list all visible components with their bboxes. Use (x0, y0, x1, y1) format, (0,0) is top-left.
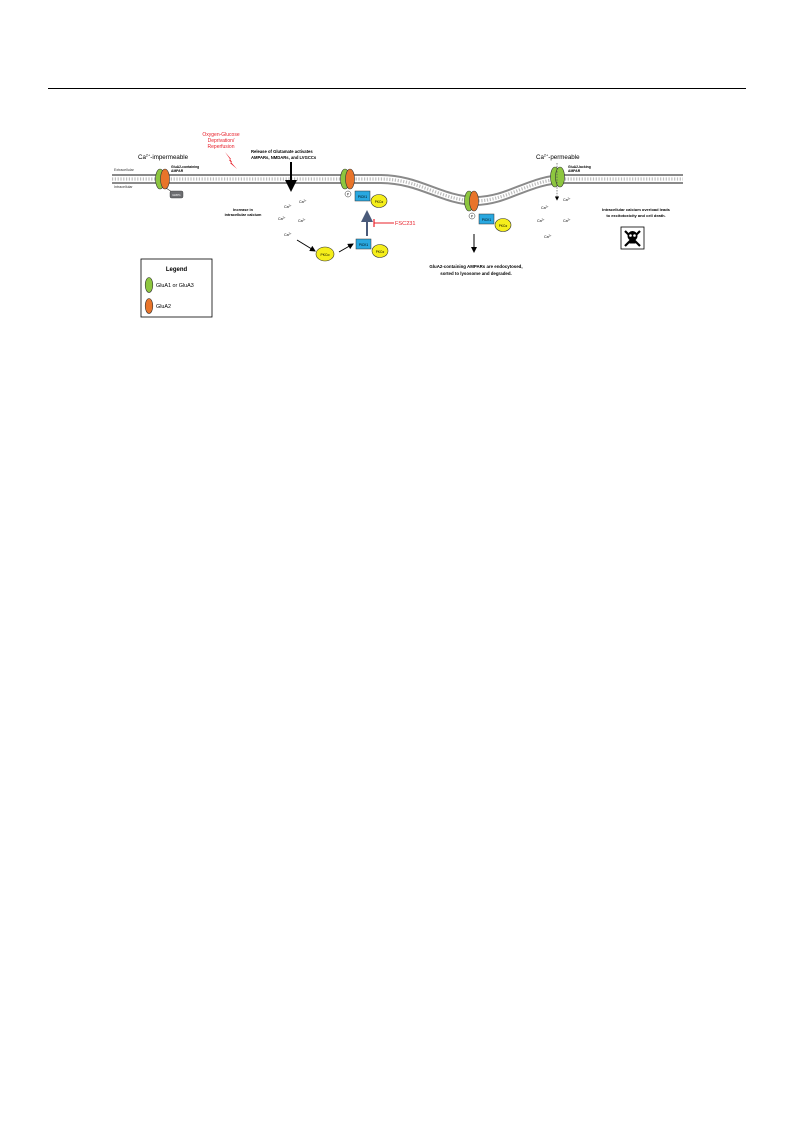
glua2-lacking-label-2: AMPAR (568, 169, 581, 173)
ca-permeable-label: Ca2+-permeable (536, 154, 580, 162)
svg-text:GluA1 or GluA3: GluA1 or GluA3 (156, 283, 194, 289)
svg-text:PICK1: PICK1 (482, 218, 491, 222)
svg-text:P: P (471, 214, 473, 218)
receptor-glua2-containing-middle (340, 168, 355, 190)
svg-text:P: P (347, 192, 349, 196)
ogd-label-3: Reperfusion (208, 144, 235, 150)
intracellular-label: Intracellular (114, 185, 133, 189)
phospho-marker-middle: P (344, 190, 352, 198)
endocytosis-label-2: sorted to lysosome and degraded. (440, 271, 512, 276)
receptor-endocytosed (464, 190, 479, 212)
svg-text:Ca2+: Ca2+ (541, 206, 549, 211)
receptor-glua2-lacking (550, 166, 565, 188)
svg-text:PICK1: PICK1 (358, 195, 367, 199)
overload-label-2: to excitotoxicity and cell death. (606, 213, 665, 218)
svg-text:Ca2+: Ca2+ (563, 219, 571, 224)
svg-text:Ca2+: Ca2+ (278, 217, 286, 222)
pick1-pkca-complex-membrane: PICK1 PKCα (354, 190, 388, 208)
svg-text:Ca2+: Ca2+ (298, 219, 306, 224)
fsc231-inhibitor: FSC231 (373, 219, 416, 227)
top-rule (48, 88, 746, 89)
pick1-pkca-complex-cytosol: PICK1 PKCα (355, 238, 389, 258)
svg-text:PKCα: PKCα (499, 224, 508, 228)
pkca-free: PKCα (315, 246, 335, 262)
glutamate-label-1: Release of Glutamate activates (251, 149, 313, 154)
svg-text:GRIP1: GRIP1 (172, 193, 181, 197)
svg-text:PKCα: PKCα (321, 253, 330, 257)
legend-title: Legend (166, 267, 188, 273)
svg-text:PICK1: PICK1 (359, 243, 368, 247)
calcium-increase-label-2: intracellular calcium (225, 213, 262, 217)
legend: Legend GluA1 or GluA3 GluA2 (140, 258, 213, 318)
svg-text:PKCα: PKCα (376, 250, 385, 254)
pick1-pkca-complex-endocytosed: PICK1 PKCα (478, 213, 512, 232)
glua2-lacking-label-1: GluA2-lacking (568, 165, 591, 169)
receptor-glua2-containing-left (155, 168, 173, 193)
grip1-scaffold: GRIP1 (169, 190, 184, 199)
ca-impermeable-label: Ca2+-impermeable (138, 154, 189, 162)
calcium-ions-left: Ca2+ Ca2+ Ca2+ Ca2+ Ca2+ (278, 200, 307, 238)
svg-text:Ca2+: Ca2+ (544, 235, 552, 240)
svg-text:GluA2: GluA2 (156, 304, 171, 310)
phospho-marker-endocytosed: P (468, 212, 476, 220)
cell-membrane (112, 174, 683, 207)
glua2-containing-label-2: AMPAR (171, 169, 184, 173)
legend-item-glua2: GluA2 (144, 298, 171, 314)
lightning-bolt-icon (225, 152, 237, 169)
arrow-to-complex (338, 243, 354, 253)
ogd-label-1: Oxygen-Glucose (202, 132, 239, 138)
calcium-increase-label-1: Increase in (233, 208, 254, 212)
legend-item-glua1: GluA1 or GluA3 (144, 277, 194, 293)
ogd-label-2: Deprivation/ (208, 138, 235, 144)
endocytosis-label-1: GluA2-containing AMPARs are endocytosed, (429, 264, 522, 269)
svg-text:Ca2+: Ca2+ (537, 219, 545, 224)
arrow-to-pkca (296, 239, 316, 252)
extracellular-label: Extracellular (114, 168, 135, 172)
glua2-containing-label-1: GluA2-containing (171, 165, 199, 169)
svg-text:FSC231: FSC231 (395, 221, 416, 227)
svg-text:PKCα: PKCα (375, 200, 384, 204)
skull-crossbones-icon (620, 226, 645, 250)
svg-text:Ca2+: Ca2+ (563, 198, 571, 203)
svg-text:Ca2+: Ca2+ (284, 205, 292, 210)
svg-text:Ca2+: Ca2+ (284, 233, 292, 238)
calcium-ions-right: Ca2+ Ca2+ Ca2+ Ca2+ Ca2+ (537, 198, 571, 240)
overload-label-1: Intracellular calcium overload leads (602, 207, 671, 212)
glutamate-label-2: AMPARs, NMDARs, and LVGCCs (251, 155, 317, 160)
svg-text:Ca2+: Ca2+ (299, 200, 307, 205)
